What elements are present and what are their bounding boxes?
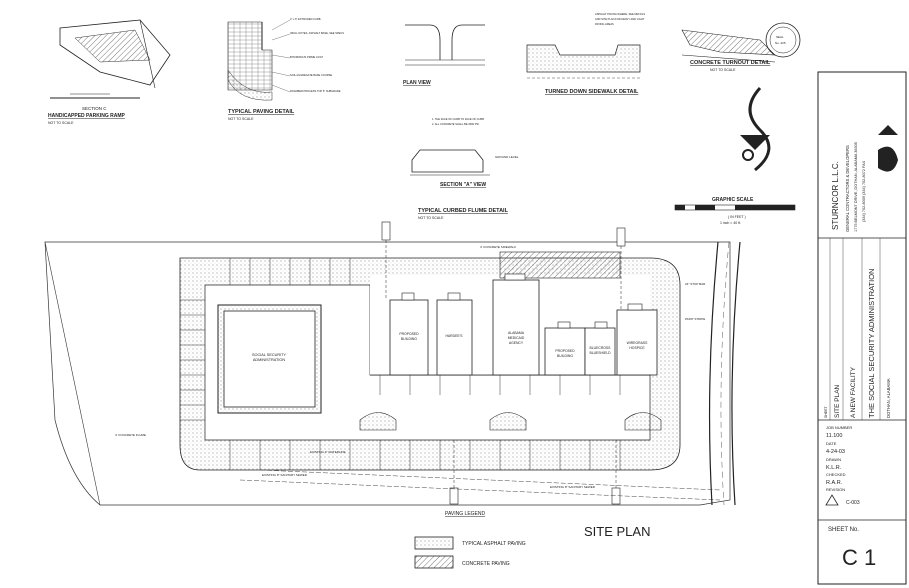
- paving-nts: NOT TO SCALE: [228, 117, 254, 121]
- medicaid-l2: MEDICAID: [508, 336, 525, 340]
- svg-text:AND SITE PLAN FOR HEAVY AND LI: AND SITE PLAN FOR HEAVY AND LIGHT: [595, 17, 645, 21]
- ssa-building-label-1: SOCIAL SECURITY: [252, 353, 287, 357]
- concrete-turnout-title: CONCRETE TURNOUT DETAIL: [690, 60, 771, 66]
- bcbs-l2: BLUESHIELD: [589, 351, 611, 355]
- svg-text:ROADBED PROCESS TOP 6" SUBGRAD: ROADBED PROCESS TOP 6" SUBGRADE: [290, 89, 341, 93]
- handicapped-ramp-title: HANDICAPPED PARKING RAMP: [48, 113, 126, 119]
- north-arrow: [740, 86, 771, 172]
- plan-view-label: PLAN VIEW: [403, 80, 431, 86]
- legend-concrete: CONCRETE PAVING: [462, 561, 510, 567]
- legend-asphalt: TYPICAL ASPHALT PAVING: [462, 541, 526, 547]
- sheet-number-label: SHEET No.: [828, 527, 859, 533]
- company-sub: GENERAL CONTRACTORS & DEVELOPERS: [845, 145, 850, 232]
- turned-down-title: TURNED DOWN SIDEWALK DETAIL: [545, 89, 639, 95]
- proposed-building-2-l2: BUILDING: [557, 354, 573, 358]
- company-name: STURNCOR L.L.C.: [831, 161, 840, 230]
- title-block: STURNCOR L.L.C. GENERAL CONTRACTORS & DE…: [817, 71, 907, 585]
- sewer-label-2: EXISTING 8" SANITARY SEWER: [550, 485, 596, 489]
- concrete-swatch: [414, 555, 454, 569]
- curbed-flume-title: TYPICAL CURBED FLUME DETAIL: [418, 208, 509, 214]
- svg-text:4" x 6" EXTRUDED CURB: 4" x 6" EXTRUDED CURB: [290, 17, 321, 21]
- graphic-scale: GRAPHIC SCALE ( IN FEET ) 1 inch = 40 ft…: [674, 197, 796, 225]
- paint-stripe-label: PAINT STRIPE: [685, 317, 705, 321]
- sewer-label-1: EXISTING 8" SANITARY SEWER: [262, 473, 308, 477]
- paving-legend: PAVING LEGEND TYPICAL ASPHALT PAVING CON…: [414, 511, 526, 569]
- bcbs-l1: BLUECROSS: [590, 346, 612, 350]
- svg-text:INFILL NOTES, ASPHALT BASE, SE: INFILL NOTES, ASPHALT BASE, SEE SPECS: [290, 31, 344, 35]
- ssa-building-label-2: ADMINISTRATION: [253, 358, 285, 362]
- section-a-label: SECTION "A" VIEW: [440, 182, 486, 188]
- project-line-2: A NEW FACILITY: [850, 366, 857, 418]
- wiregrass-l1: WIREGRASS: [627, 341, 648, 345]
- turnout-nts: NOT TO SCALE: [710, 68, 736, 72]
- revision-triangle-icon: [825, 494, 839, 506]
- graphic-scale-title: GRAPHIC SCALE: [712, 197, 754, 203]
- job-number: 11.100: [826, 433, 842, 439]
- svg-text:GROUND LEVEL: GROUND LEVEL: [495, 155, 519, 159]
- date-label: DATE: [826, 441, 837, 446]
- concrete-turnout-detail: CONCRETE TURNOUT DETAIL NOT TO SCALE: [681, 29, 776, 72]
- medicaid-l1: ALABAMA: [508, 331, 525, 335]
- svg-text:BITUMINOUS PRIME COAT: BITUMINOUS PRIME COAT: [290, 55, 323, 59]
- checked-label: CHECKED: [826, 472, 846, 477]
- site-plan: SOCIAL SECURITY ADMINISTRATION PROPOSED …: [44, 221, 741, 539]
- medicaid-l3: AGENCY: [509, 341, 524, 345]
- svg-text:No. 425: No. 425: [775, 41, 786, 45]
- svg-text:SOIL AGGREGATE BASE COURSE: SOIL AGGREGATE BASE COURSE: [290, 73, 332, 77]
- company-logo: [878, 125, 898, 172]
- proposed-building-1-l2: BUILDING: [401, 337, 417, 341]
- stop-bar-label: 24" STOP BAR: [685, 282, 706, 286]
- svg-text:SEAL: SEAL: [776, 35, 784, 39]
- scale-inch: 1 inch = 40 ft.: [720, 221, 741, 225]
- project-line-1: SITE PLAN: [834, 384, 841, 418]
- date-value: 4-24-03: [826, 449, 845, 455]
- asphalt-swatch: [414, 536, 454, 550]
- typical-paving-detail: 4" x 6" EXTRUDED CURB INFILL NOTES, ASPH…: [227, 17, 344, 121]
- flume-nts: NOT TO SCALE: [418, 216, 444, 220]
- checked-value: R.A.R.: [826, 480, 843, 486]
- section-a-view: GROUND LEVEL SECTION "A" VIEW TYPICAL CU…: [410, 149, 519, 220]
- legend-title: PAVING LEGEND: [445, 511, 485, 517]
- ramp-nts: NOT TO SCALE: [48, 121, 74, 125]
- wiregrass-l2: HOSPICE: [629, 346, 645, 350]
- svg-text:ASPHALT PAVING WHERE, SEE DETA: ASPHALT PAVING WHERE, SEE DETAILS: [595, 12, 645, 16]
- sidewalk-label: 4' CONCRETE SIDEWALK: [480, 245, 516, 249]
- curbed-flume-plan-view: PLAN VIEW 1. THE FACE OF CURB TO FACE OF…: [403, 24, 485, 126]
- proposed-building-2-l1: PROPOSED: [555, 349, 575, 353]
- svg-text:PAVING AREAS: PAVING AREAS: [595, 22, 614, 26]
- site-plan-title: SITE PLAN: [584, 524, 650, 539]
- handicapped-ramp-detail: SECTION C HANDICAPPED PARKING RAMP NOT T…: [48, 19, 171, 125]
- drawn-value: K.L.R.: [826, 465, 842, 471]
- flume-label: 4' CONCRETE FLUME: [115, 433, 146, 437]
- company-phone: (334) 702-8009 (334) 702-8072 FAX: [862, 160, 866, 222]
- section-c-label: SECTION C: [82, 106, 107, 111]
- drawn-label: DRAWN: [826, 457, 841, 462]
- project-line-4: DOTHAN, ALABAMA: [886, 378, 891, 418]
- svg-text:1. THE FACE OF CURB TO FACE OF: 1. THE FACE OF CURB TO FACE OF CURB: [432, 117, 484, 121]
- project-sheet-label: SHEET: [824, 405, 828, 418]
- hardees-label: HARDEE'S: [445, 334, 463, 338]
- turned-down-sidewalk-detail: ASPHALT PAVING WHERE, SEE DETAILS AND SI…: [526, 12, 645, 95]
- engineer-seal: SEAL No. 425: [765, 22, 801, 58]
- svg-text:2. ALL CONCRETE SHALL BE 3000: 2. ALL CONCRETE SHALL BE 3000 PSI: [432, 122, 479, 126]
- typical-paving-title: TYPICAL PAVING DETAIL: [228, 109, 295, 115]
- project-line-3: THE SOCIAL SECURITY ADMINISTRATION: [867, 269, 876, 418]
- job-number-label: JOB NUMBER: [826, 425, 852, 430]
- proposed-building-1-l1: PROPOSED: [399, 332, 419, 336]
- revision-label: REVISION: [826, 487, 845, 492]
- sheet-number: C 1: [842, 545, 876, 570]
- waterline-label: EXISTING 6" WATERLINE: [310, 450, 346, 454]
- scale-feet: ( IN FEET ): [728, 215, 746, 219]
- revision-value: C-003: [846, 500, 860, 506]
- company-address: 1775 BELMONT DRIVE, DOTHAN, ALABAMA 3630…: [854, 142, 858, 232]
